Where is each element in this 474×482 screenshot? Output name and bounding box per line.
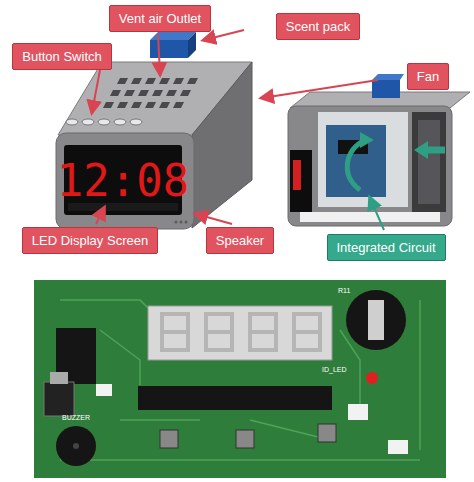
callout-box: Vent air Outlet [109, 5, 211, 32]
callout-box: LED Display Screen [22, 227, 158, 254]
callout-text: Scent pack [286, 19, 350, 34]
callout-text: Integrated Circuit [337, 240, 436, 255]
callout-text: Button Switch [22, 49, 102, 64]
callout-box: Scent pack [276, 13, 360, 40]
callout-text: Vent air Outlet [119, 11, 201, 26]
pcb-photo [34, 280, 446, 478]
silkscreen-label: ID_LED [322, 366, 347, 373]
callout-box: Speaker [206, 227, 274, 254]
callout-text: Speaker [216, 233, 264, 248]
display-digits: 12:08 [57, 155, 189, 206]
callout-text: Fan [417, 69, 439, 84]
cutaway-render [288, 74, 470, 226]
silkscreen-label: BUZZER [62, 414, 90, 421]
callout-box: Button Switch [12, 43, 112, 70]
callout-box: Integrated Circuit [327, 234, 446, 261]
callout-text: LED Display Screen [32, 233, 148, 248]
callout-box: Fan [407, 63, 449, 90]
leader-line [370, 198, 384, 230]
silkscreen-label: R11 [338, 287, 350, 294]
